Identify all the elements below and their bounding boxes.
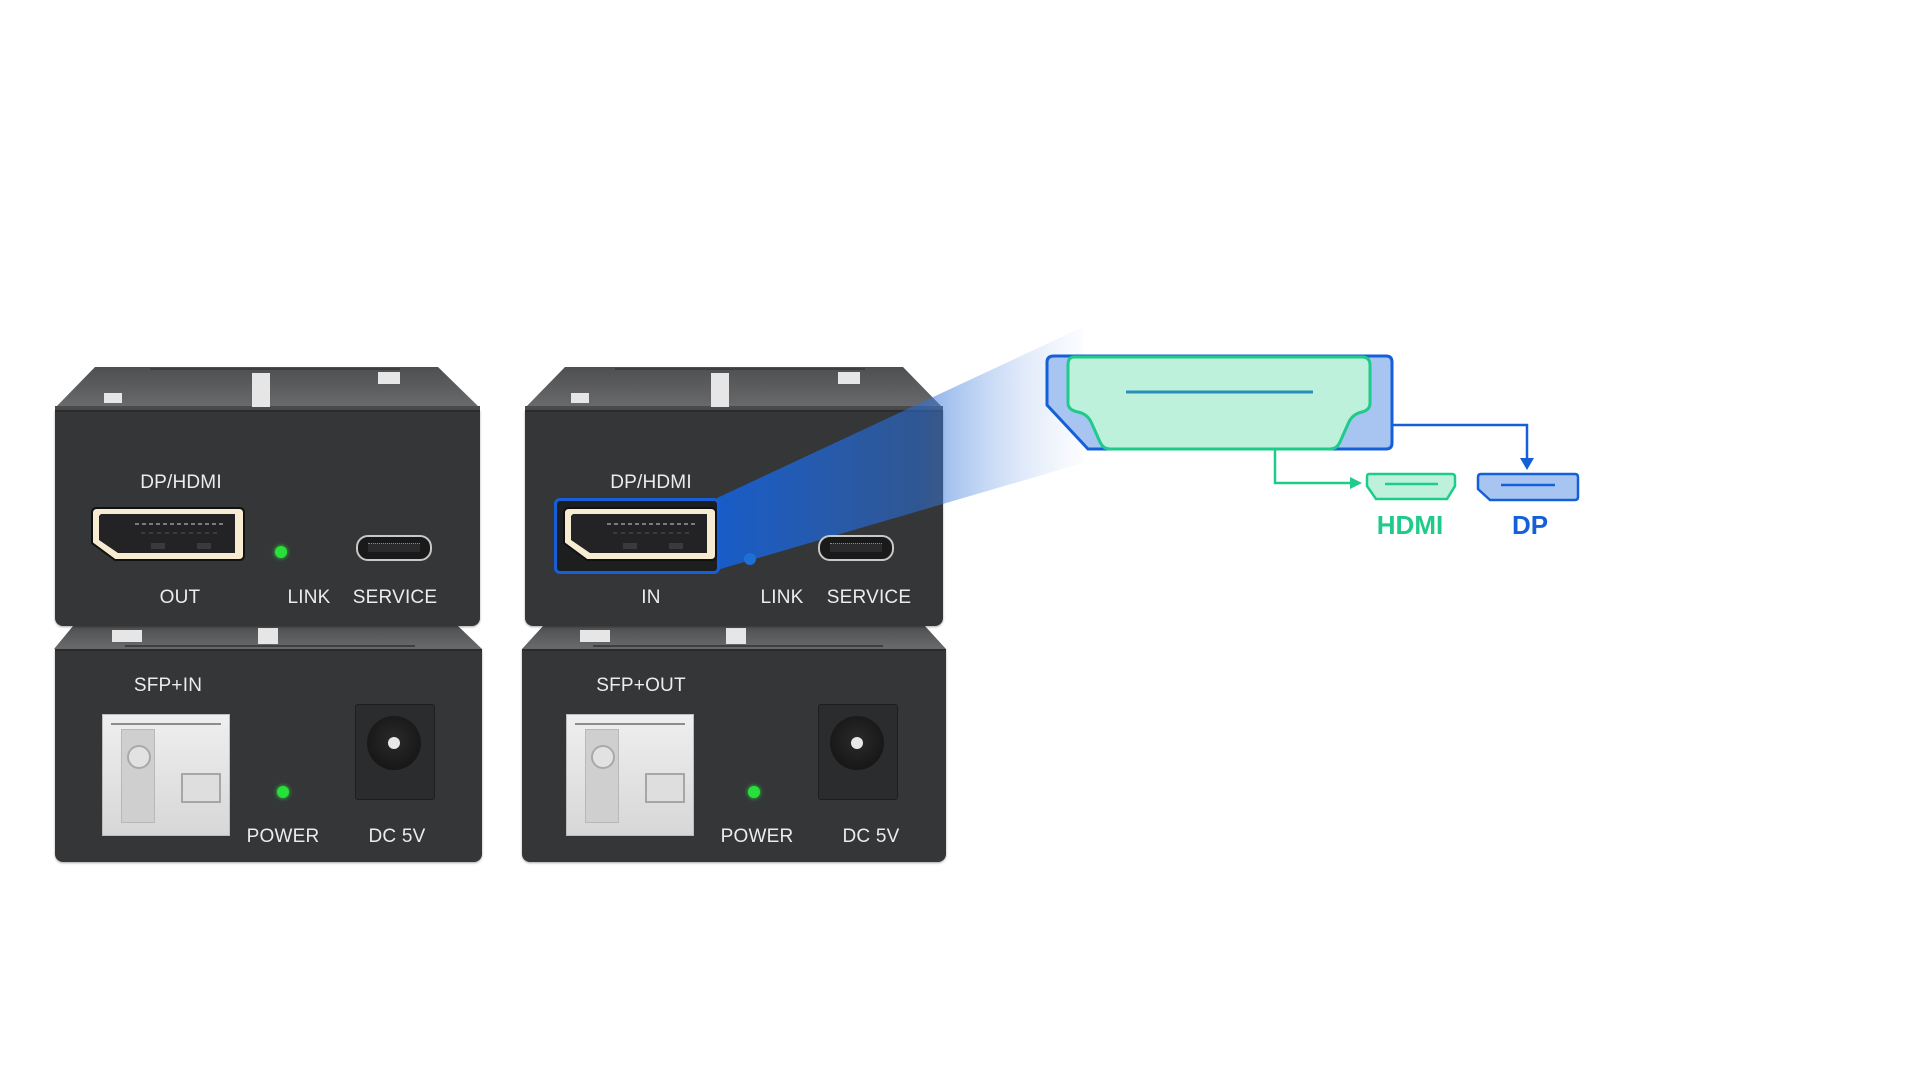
usb-c-service-port[interactable] xyxy=(356,535,432,561)
power-led-indicator xyxy=(277,786,289,798)
hdmi-output-label: HDMI xyxy=(1376,510,1444,540)
dc-5v-label: DC 5V xyxy=(368,826,426,847)
sfp-window xyxy=(645,773,685,803)
power-led-indicator xyxy=(748,786,760,798)
dc-jack-pin xyxy=(851,737,863,749)
power-label: POWER xyxy=(720,826,794,847)
port-direction-label: IN xyxy=(641,587,661,608)
hdmi-output-arrow xyxy=(1273,449,1362,489)
dc-power-jack[interactable] xyxy=(355,704,435,800)
displayport-icon xyxy=(1476,472,1580,502)
sfp-latch xyxy=(121,729,155,823)
sfp-latch xyxy=(585,729,619,823)
service-label: SERVICE xyxy=(826,587,912,608)
sfp-cage-port[interactable] xyxy=(102,714,230,836)
hdmi-port-icon xyxy=(1365,472,1457,501)
sfp-rail xyxy=(575,723,685,725)
receiver-bottom-chassis-lid xyxy=(522,626,946,649)
link-led-indicator xyxy=(744,553,756,565)
displayport-out-port[interactable] xyxy=(89,505,247,563)
dp-output-label: DP xyxy=(1511,510,1549,540)
link-label: LINK xyxy=(287,587,331,608)
port-direction-label: OUT xyxy=(159,587,201,608)
link-label: LINK xyxy=(760,587,804,608)
link-led-indicator xyxy=(275,546,287,558)
sfp-label: SFP+IN xyxy=(133,675,203,696)
sfp-window xyxy=(181,773,221,803)
transmitter-bottom-chassis-lid xyxy=(54,626,482,649)
dc-jack-pin xyxy=(388,737,400,749)
transmitter-top-chassis-lid xyxy=(55,367,480,410)
dc-power-jack[interactable] xyxy=(818,704,898,800)
sfp-label: SFP+OUT xyxy=(596,675,686,696)
sfp-rail xyxy=(111,723,221,725)
power-label: POWER xyxy=(246,826,320,847)
sfp-cage-port[interactable] xyxy=(566,714,694,836)
port-label-dp-hdmi: DP/HDMI xyxy=(140,472,222,493)
sfp-screw-icon xyxy=(127,745,151,769)
displayport-in-port[interactable] xyxy=(561,505,719,563)
port-label-dp-hdmi: DP/HDMI xyxy=(610,472,692,493)
service-label: SERVICE xyxy=(352,587,438,608)
dc-5v-label: DC 5V xyxy=(842,826,900,847)
usb-c-service-port[interactable] xyxy=(818,535,894,561)
sfp-screw-icon xyxy=(591,745,615,769)
dp-hdmi-combo-port-icon xyxy=(1045,354,1394,451)
dp-output-arrow xyxy=(1392,423,1534,470)
